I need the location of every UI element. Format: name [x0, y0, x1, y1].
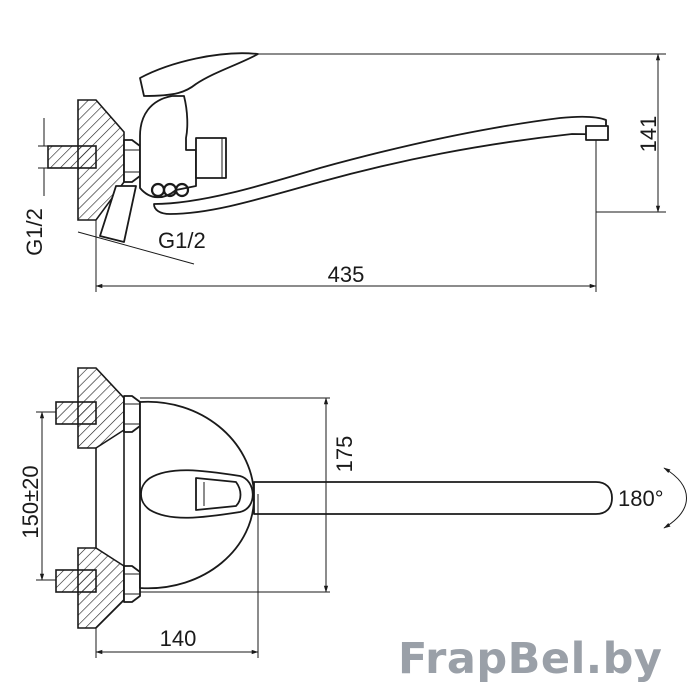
top-view: 150±20 175 140 180° [18, 367, 687, 658]
eccentric-fitting [99, 185, 137, 243]
dim-vertical-label: 175 [332, 436, 357, 473]
dim-rotation-label: 180° [618, 486, 664, 511]
dim-thread-left-label: G1/2 [22, 208, 47, 256]
dim-centers-label: 150±20 [18, 465, 43, 538]
lever-handle-side [139, 52, 259, 97]
inlet-lower [55, 569, 97, 593]
dim-depth-label: 140 [160, 626, 197, 651]
inlet-stub [47, 145, 97, 169]
dim-length-label: 435 [328, 262, 365, 287]
dim-thread-diag-label: G1/2 [158, 228, 206, 253]
aerator-side [585, 125, 609, 141]
rotation-arrow [663, 467, 687, 529]
diverter-side [195, 137, 227, 179]
side-view: 141 435 G1/2 G1/2 [22, 52, 666, 292]
nut-side [123, 139, 141, 183]
spout-top [253, 481, 613, 515]
inlet-upper [55, 401, 97, 425]
dim-height-label: 141 [636, 116, 661, 153]
mixer-body-side [139, 95, 197, 199]
watermark: FrapBel.by [398, 634, 663, 684]
